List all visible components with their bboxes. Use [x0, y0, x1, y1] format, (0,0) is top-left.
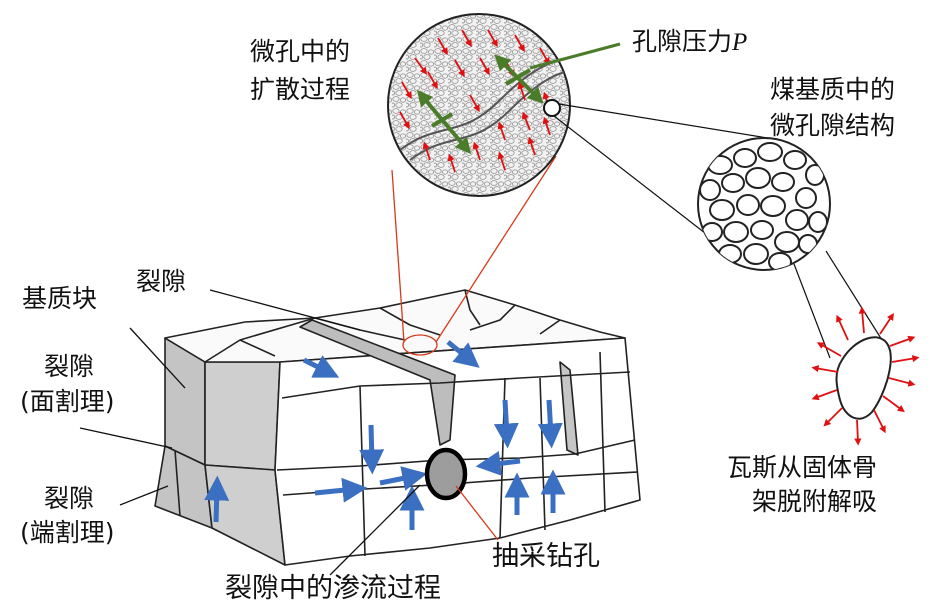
label-seepage: 裂隙中的渗流过程	[225, 573, 441, 604]
zoom-indicator	[391, 155, 557, 356]
label-desorb-2: 架脱附解吸	[752, 487, 877, 516]
label-micro-1: 煤基质中的	[770, 75, 895, 104]
micro-pore-circle	[697, 137, 831, 271]
label-matrix-block: 基质块	[22, 284, 97, 313]
block-left-face-side	[204, 361, 281, 471]
right-fracture-slot	[559, 361, 579, 456]
block-top-face	[164, 289, 626, 363]
label-borehole: 抽采钻孔	[492, 541, 600, 572]
ellipse-icon	[424, 447, 468, 501]
coal-block	[154, 289, 641, 566]
arrow-icon	[379, 466, 428, 491]
label-micro-2: 微孔隙结构	[770, 111, 895, 140]
arrow-icon	[537, 399, 563, 449]
arrow-icon	[446, 340, 480, 368]
zoom-lines-micro	[553, 103, 781, 241]
label-fracture-face: 裂隙	[44, 352, 94, 381]
label-pore-pressure: 孔隙压力P	[632, 27, 747, 56]
arrow-icon	[475, 451, 521, 476]
flow-arrows	[204, 340, 566, 530]
diffusion-circle	[387, 13, 621, 197]
label-pore-pressure-symbol: P	[731, 29, 747, 56]
label-fracture-face-sub: (面割理)	[20, 387, 115, 416]
label-desorb-1: 瓦斯从固体骨	[727, 453, 877, 482]
arrow-icon	[302, 355, 340, 378]
main-fracture-slot	[299, 319, 456, 446]
arrow-icon	[493, 399, 519, 449]
arrow-icon	[359, 424, 385, 475]
label-diffusion-1: 微孔中的	[250, 37, 350, 66]
label-fracture-top: 裂隙	[136, 267, 186, 296]
leader-lines	[79, 289, 499, 576]
arrow-icon	[204, 475, 230, 523]
block-front-face	[274, 337, 641, 566]
grain-desorption	[811, 306, 920, 446]
arrow-icon	[314, 477, 368, 503]
label-diffusion-2: 扩散过程	[250, 75, 350, 104]
label-fracture-butt-sub: (端割理)	[20, 518, 115, 547]
label-fracture-butt: 裂隙	[44, 484, 94, 513]
